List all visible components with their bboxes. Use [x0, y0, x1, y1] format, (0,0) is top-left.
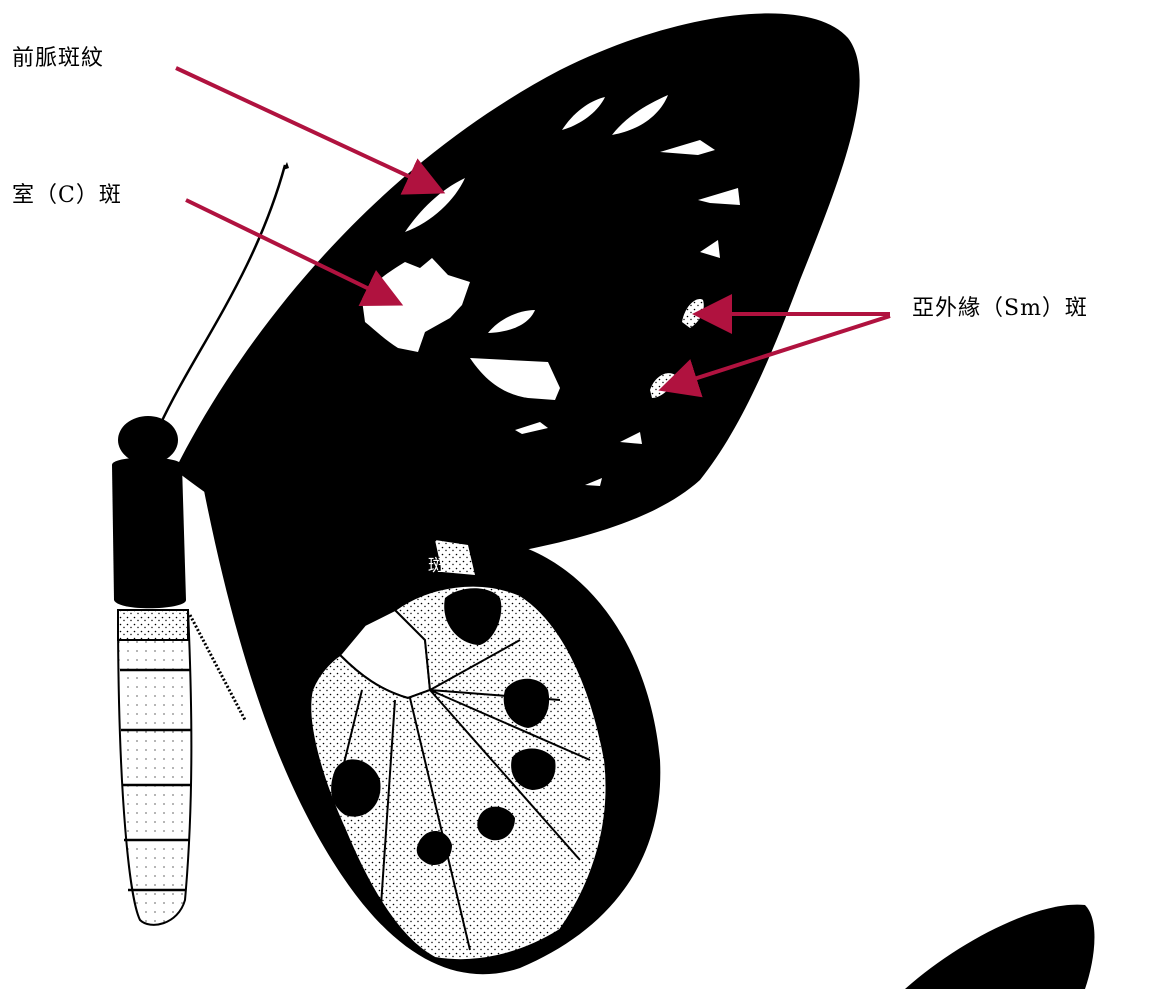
label-submarginal-spot: 亞外緣（Sm）斑 — [912, 290, 1088, 322]
label-cell-spot: 室（C）斑 — [12, 177, 122, 209]
abdomen — [118, 610, 191, 925]
leg-fringe — [190, 615, 245, 720]
abdomen-top — [118, 610, 188, 640]
head — [118, 416, 178, 464]
label-costal-streak: 前脈斑紋 — [12, 40, 104, 72]
arrow-costal-streak — [176, 68, 438, 190]
partial-wing-corner — [905, 905, 1094, 989]
label-partial-hidden: 斑 — [428, 551, 446, 576]
thorax — [112, 458, 186, 609]
forewing — [175, 13, 860, 567]
